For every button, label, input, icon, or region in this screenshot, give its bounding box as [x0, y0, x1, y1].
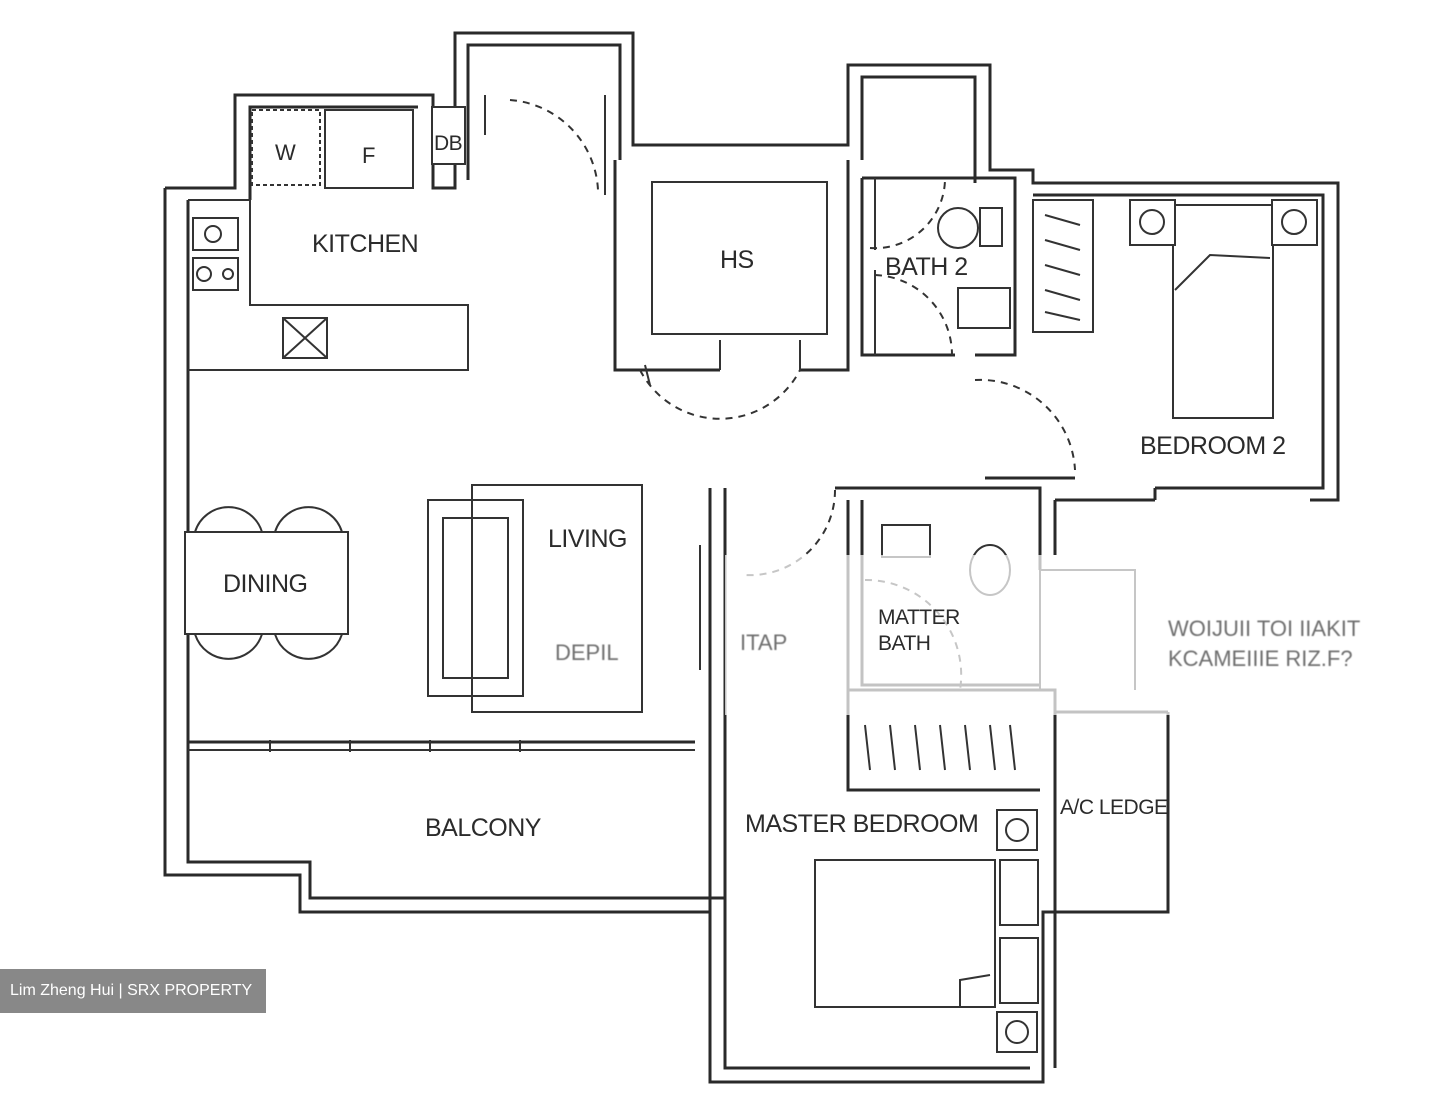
- bedroom-2: [974, 199, 1318, 500]
- watermark: Lim Zheng Hui | SRX PROPERTY: [0, 969, 266, 1013]
- blurred-overlay-band: [725, 555, 1440, 715]
- label-kitchen: KITCHEN: [312, 230, 419, 258]
- outer-walls: [163, 31, 1340, 1084]
- dining-set: [184, 506, 349, 660]
- label-bedroom-2: BEDROOM 2: [1140, 432, 1286, 460]
- blurred-band-line1: WOIJUII TOI IIAKIT: [1168, 616, 1361, 641]
- label-ac-ledge: A/C LEDGE: [1060, 796, 1168, 819]
- balcony: [188, 740, 695, 752]
- label-master-bath-line1: MATTER: [878, 606, 960, 629]
- label-master-bath: MATTER BATH: [878, 605, 960, 657]
- label-balcony: BALCONY: [425, 814, 541, 842]
- master-bedroom: [814, 688, 1057, 1068]
- label-master-bedroom: MASTER BEDROOM: [745, 810, 979, 838]
- blurred-band-line2: KCAMEIIIE RIZ.F?: [1168, 646, 1353, 671]
- label-master-bath-line2: BATH: [878, 632, 931, 655]
- blurred-corridor: ITAP: [740, 630, 788, 655]
- entrance-door: [484, 95, 606, 195]
- label-washer: W: [275, 140, 296, 165]
- label-dining: DINING: [223, 570, 308, 598]
- kitchen-counters: [188, 106, 469, 371]
- hs-room: [613, 160, 850, 420]
- label-fridge: F: [362, 143, 375, 168]
- label-bath-2: BATH 2: [885, 253, 968, 281]
- label-hs: HS: [720, 246, 754, 274]
- blurred-living-strip: DEPIL: [555, 640, 619, 665]
- label-living: LIVING: [548, 525, 627, 553]
- label-db: DB: [434, 132, 463, 155]
- living-furniture: [427, 484, 701, 713]
- bath-2: [860, 176, 1017, 357]
